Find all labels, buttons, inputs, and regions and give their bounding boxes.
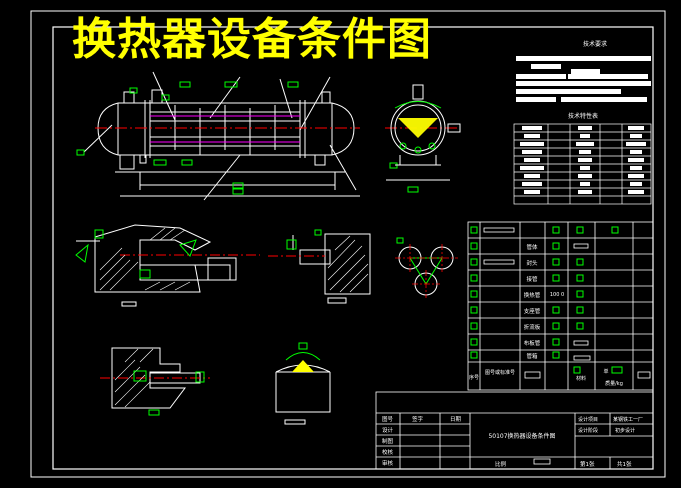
tb-row-label-1: 设计 [382,426,394,434]
bom-name-2: 管体 [526,243,538,251]
tb-stage-value: 某钢铁工一厂 [613,416,643,423]
bom-name-9: 管箱 [526,352,538,360]
tb-stage-label: 设计项目 [578,416,598,423]
bom-name-5: 换热管 [524,291,541,299]
tb-phase-value: 初步设计 [615,427,635,434]
tb-row-label-4: 审核 [382,459,394,467]
detail-flange-section [76,224,260,307]
tb-phase-label: 设计阶段 [578,427,598,434]
bom-qty-5: 100 0 [550,292,564,298]
hatching-1 [99,227,191,291]
tb-row-label-0: 图号 [382,415,394,423]
bom-name-6: 支座管 [524,307,541,315]
tb-row-label-3: 校核 [382,448,394,456]
tech-requirements-lines [516,56,651,102]
bom-header-seq: 序号 [469,374,479,381]
detail-weld-section [100,347,210,409]
exchanger-front-view [83,71,360,201]
bom-header-material: 材料 [576,375,586,382]
tech-spec-table [513,123,652,205]
part-markers [76,81,419,195]
tb-sheet-index: 共1张 [617,460,632,468]
drawing-title: 换热器设备条件图 [72,14,432,65]
tb-sheet-total: 第1张 [580,460,595,468]
bom-name-3: 封头 [526,259,538,267]
bom-name-4: 接管 [526,275,538,283]
tb-scale-label: 比例 [495,460,507,468]
title-block-grid [375,391,654,470]
bom-header-weight-unit: 质量/kg [605,380,623,387]
tech-spec-heading: 技术特性表 [568,112,598,120]
bom-row-markers [470,226,623,374]
tb-drawing-name: 50107换热器设备条件图 [488,432,555,440]
bom-header-code: 图号或标准号 [485,369,515,376]
tech-requirements-heading: 技术要求 [583,40,607,48]
detail-joint [268,233,371,304]
bom-name-7: 折流板 [524,323,541,331]
bom-header-weight-label: 单 [603,368,608,375]
detail-saddle [275,364,331,425]
tb-row-label-2: 制图 [382,437,394,445]
bom-table-grid [467,221,654,391]
outer-border [30,10,666,478]
bom-name-8: 布板管 [524,339,541,347]
hatching-2 [327,235,369,293]
tb-date-label: 日期 [450,416,462,423]
tb-sign-label: 签字 [412,415,424,423]
